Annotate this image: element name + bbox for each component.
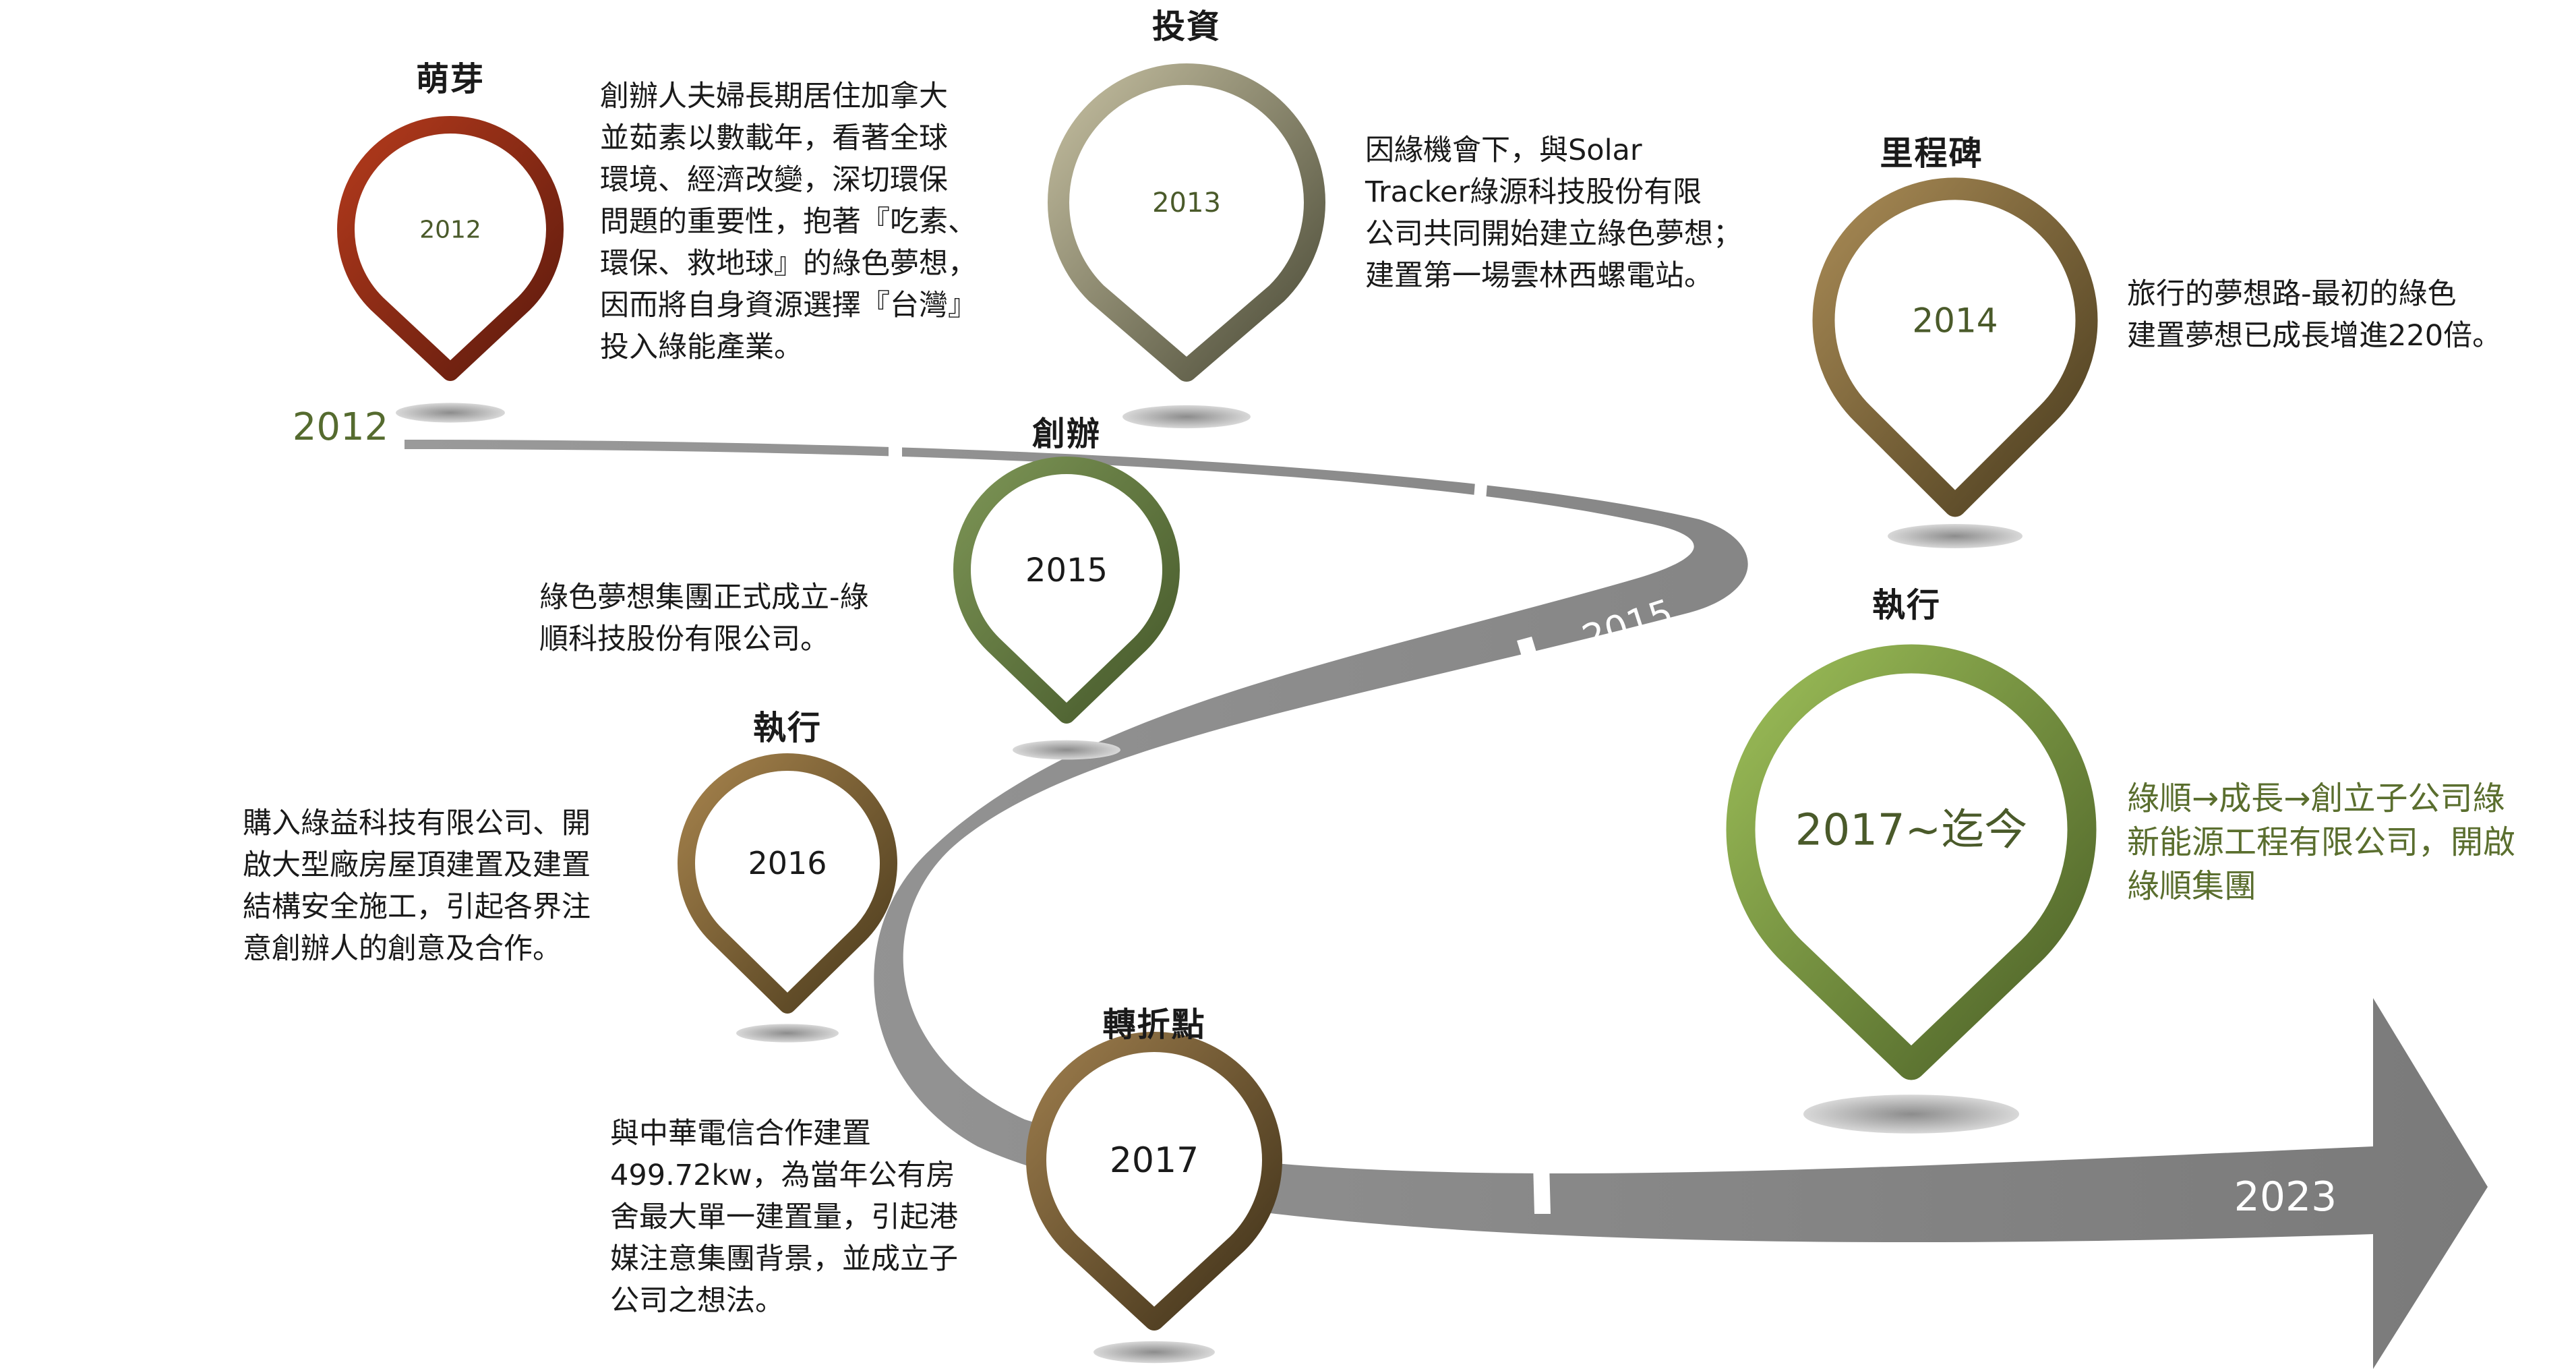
pin-year-label: 2012 [419,216,481,244]
pin-year-label: 2017~迄今 [1795,805,2028,855]
milestone-heading-2017-now: 執行 [1871,586,1942,624]
milestone-desc-2012: 創辦人夫婦長期居住加拿大 並茹素以數載年，看著全球 環境、經濟改變，深切環保 問… [600,80,977,364]
milestone-heading-2016: 執行 [752,709,822,747]
pin-ring [337,116,564,381]
map-pin-marker-5: 2016 [678,753,897,1043]
milestone-heading-2014: 里程碑 [1880,134,1983,173]
pin-shadow [396,403,505,423]
pin-year-label: 2017 [1110,1140,1199,1181]
milestone-desc-2013: 因緣機會下，與Solar Tracker綠源科技股份有限 公司共同開始建立綠色夢… [1365,134,1742,293]
milestone-heading-2012: 萌芽 [415,60,485,98]
pin-shadow [1803,1095,2019,1134]
timeline-road [405,432,2488,1369]
milestone-desc-2015: 綠色夢想集團正式成立-綠 順科技股份有限公司。 [539,581,869,656]
pin-shadow [1122,405,1251,429]
map-pin-marker-6: 2017 [1026,1032,1282,1364]
pin-ring [1726,644,2097,1080]
pin-year-label: 2014 [1912,301,1998,341]
pin-shadow [1888,524,2023,548]
pin-shadow [736,1024,839,1043]
map-pin-marker-3: 2014 [1812,177,2098,548]
map-pin-marker-4: 2015 [953,457,1180,760]
milestone-desc-2017-now: 綠順→成長→創立子公司綠 新能源工程有限公司，開啟 綠順集團 [2127,780,2516,905]
pin-year-label: 2013 [1152,187,1221,218]
road-label-end: 2023 [2234,1173,2337,1221]
pin-ring [953,457,1180,724]
pin-ring [678,753,897,1014]
map-pin-marker-7: 2017~迄今 [1726,644,2097,1134]
milestone-desc-2016: 購入綠益科技有限公司、開 啟大型廠房屋頂建置及建置 結構安全施工，引起各界注 意… [243,807,591,966]
pin-shadow [1094,1341,1215,1364]
pin-ring [1026,1032,1282,1331]
pin-ring [1812,177,2098,517]
milestone-heading-2017: 轉折點 [1102,1005,1206,1044]
map-pin-marker-1: 2012 [337,116,564,423]
pin-shadow [1013,740,1120,760]
pin-year-label: 2015 [1025,552,1108,589]
milestone-heading-2015: 創辦 [1031,415,1102,453]
pin-ring [1048,63,1325,382]
milestone-desc-2017: 與中華電信合作建置 499.72kw，為當年公有房 舍最大單一建置量，引起港 媒… [610,1117,958,1318]
milestone-heading-2013: 投資 [1151,7,1222,46]
pin-year-label: 2016 [748,845,827,881]
road-label-start: 2012 [293,405,389,449]
road-gaps [889,432,1551,1214]
map-pin-marker-2: 2013 [1048,63,1325,429]
milestone-desc-2014: 旅行的夢想路-最初的綠色 建置夢想已成長增進220倍。 [2127,277,2502,353]
